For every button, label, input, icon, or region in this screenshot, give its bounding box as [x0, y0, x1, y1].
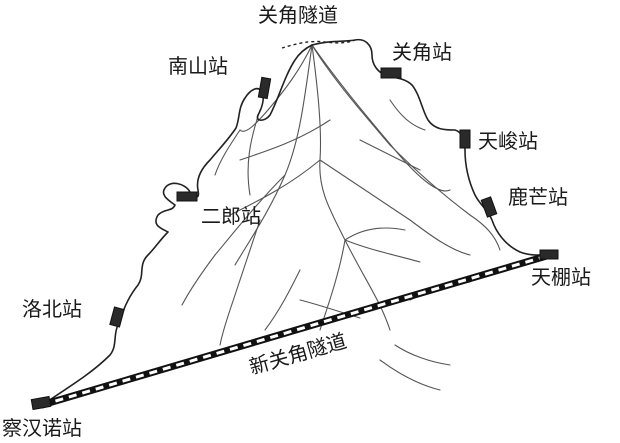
- mountain-ridges: [181, 44, 501, 391]
- station-guanjiao-marker: [380, 67, 402, 79]
- old-railway-line-east: [311, 38, 551, 256]
- station-tianpeng-marker: [539, 249, 559, 260]
- station-nanshan-marker: [257, 76, 272, 100]
- label-lumang-station: 鹿芒站: [508, 185, 568, 209]
- label-chahannuo-station: 察汉诺站: [2, 416, 82, 440]
- station-markers: [30, 67, 559, 411]
- label-nanshan-station: 南山站: [168, 54, 228, 78]
- new-tunnel-dash: [41, 253, 551, 407]
- station-tianjun-marker: [459, 129, 471, 149]
- label-erlang-station: 二郎站: [201, 204, 261, 228]
- label-tianjun-station: 天峻站: [478, 129, 538, 153]
- label-luobei-station: 洛北站: [22, 297, 82, 321]
- label-guanjiao-station: 关角站: [392, 40, 452, 64]
- station-luobei-marker: [109, 306, 125, 328]
- station-erlang-marker: [176, 191, 198, 202]
- station-lumang-marker: [480, 196, 498, 218]
- tunnel-title: 关角隧道: [258, 3, 338, 27]
- old-tunnel-dashed: [281, 39, 356, 49]
- station-chahannuo-marker: [30, 395, 52, 411]
- label-tianpeng-station: 天棚站: [531, 265, 591, 289]
